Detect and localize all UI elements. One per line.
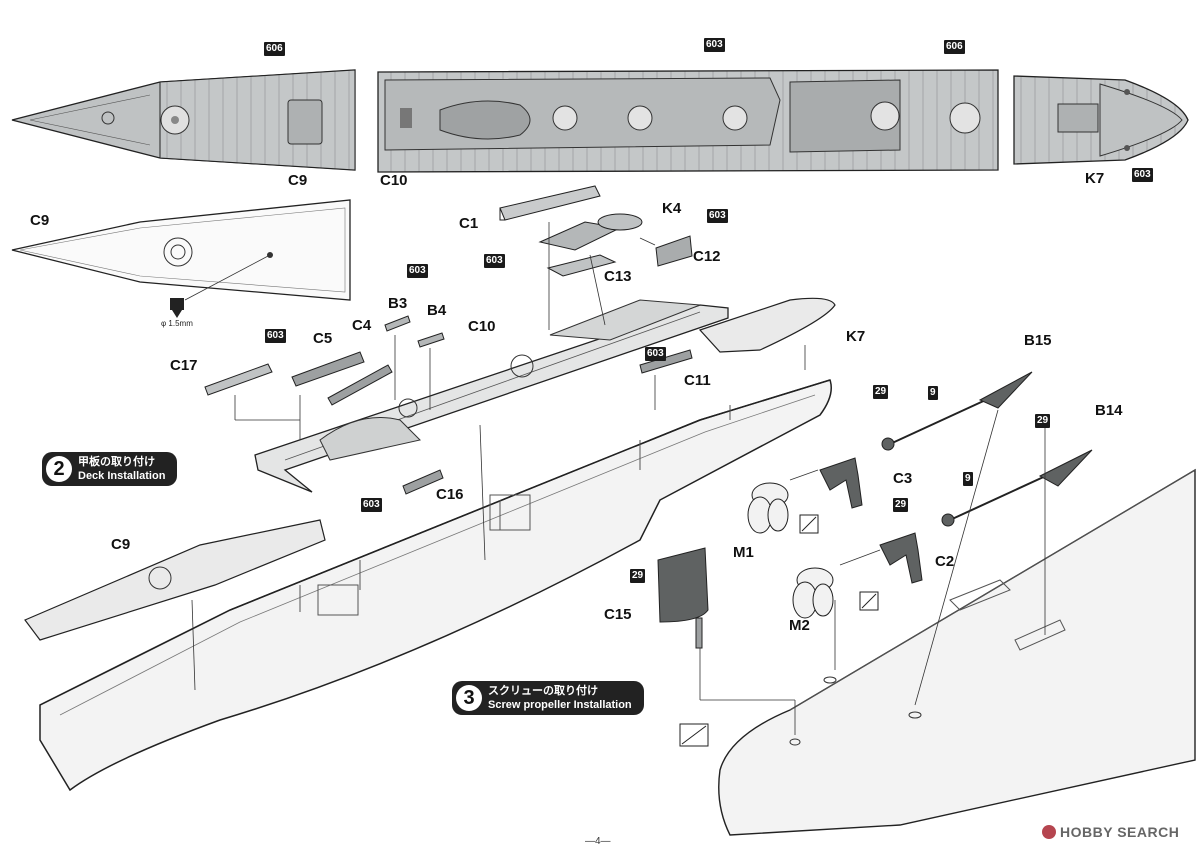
paint-code-603: 603 xyxy=(484,254,505,268)
label-c1: C1 xyxy=(459,215,479,232)
step-3-title-en: Screw propeller Installation xyxy=(488,699,632,711)
drill-note: φ 1.5mm xyxy=(161,319,193,328)
label-c3: C3 xyxy=(893,470,913,487)
paint-code-9: 9 xyxy=(928,386,938,400)
label-k7: K7 xyxy=(846,328,866,345)
label-c17: C17 xyxy=(170,357,198,374)
part-c12 xyxy=(655,235,693,267)
hull-stern xyxy=(718,468,1196,836)
part-c4 xyxy=(327,364,393,406)
watermark-text: HOBBY SEARCH xyxy=(1060,824,1180,840)
label-k4: K4 xyxy=(662,200,682,217)
label-k7-top: K7 xyxy=(1085,170,1105,187)
label-b3: B3 xyxy=(388,295,408,312)
step-2-number: 2 xyxy=(46,456,72,482)
step-3-badge: 3 スクリューの取り付け Screw propeller Installatio… xyxy=(452,681,644,715)
label-b14: B14 xyxy=(1095,402,1123,419)
shaft-b15 xyxy=(881,371,1033,451)
part-c9-lower xyxy=(24,519,326,641)
paint-code-603: 603 xyxy=(707,209,728,223)
paint-code-603: 603 xyxy=(645,347,666,361)
part-c5 xyxy=(291,351,365,387)
part-c16 xyxy=(402,469,444,495)
part-b4 xyxy=(417,332,445,348)
step-3-number: 3 xyxy=(456,685,482,711)
step-2-title-en: Deck Installation xyxy=(78,470,166,482)
deck-part-k7-top xyxy=(1013,75,1189,165)
part-k4 xyxy=(538,213,643,251)
label-c5: C5 xyxy=(313,330,333,347)
propeller-m1 xyxy=(747,482,789,534)
paint-code-603: 603 xyxy=(1132,168,1153,182)
paint-code-606: 606 xyxy=(944,40,965,54)
bracket-c2 xyxy=(879,532,923,584)
paint-code-603: 603 xyxy=(704,38,725,52)
hobby-search-logo-icon xyxy=(1042,825,1056,839)
part-k7 xyxy=(698,297,836,353)
propeller-m2 xyxy=(792,567,834,619)
step-3-title-jp: スクリューの取り付け xyxy=(488,685,598,697)
label-c12: C12 xyxy=(693,248,721,265)
label-m1: M1 xyxy=(733,544,754,561)
rudder-c15 xyxy=(657,547,709,649)
deck-part-c10-top xyxy=(377,69,999,173)
page-number: —4— xyxy=(585,836,611,847)
paint-code-29: 29 xyxy=(873,385,889,399)
paint-code-606: 606 xyxy=(264,42,285,56)
label-c2: C2 xyxy=(935,553,955,570)
step-2-title-jp: 甲板の取り付け xyxy=(78,456,155,468)
label-c10: C10 xyxy=(468,318,496,335)
paint-code-29: 29 xyxy=(1035,414,1051,428)
part-c1 xyxy=(499,185,601,221)
label-b4: B4 xyxy=(427,302,447,319)
hull-main xyxy=(39,379,832,792)
label-c13: C13 xyxy=(604,268,632,285)
paint-code-603: 603 xyxy=(407,264,428,278)
part-c17 xyxy=(204,363,273,396)
label-c11: C11 xyxy=(684,372,711,389)
bracket-c3 xyxy=(819,457,863,509)
paint-code-603: 603 xyxy=(265,329,286,343)
label-c9-top: C9 xyxy=(288,172,308,189)
label-c9-lower: C9 xyxy=(111,536,131,553)
label-c9-drill: C9 xyxy=(30,212,50,229)
paint-code-603: 603 xyxy=(361,498,382,512)
label-c16: C16 xyxy=(436,486,464,503)
label-m2: M2 xyxy=(789,617,810,634)
deck-part-c9-top xyxy=(11,69,356,171)
watermark: HOBBY SEARCH xyxy=(1042,824,1179,840)
no-glue-icon xyxy=(679,514,879,747)
label-b15: B15 xyxy=(1024,332,1052,349)
deck-part-c9-drill xyxy=(11,199,351,318)
shaft-b14 xyxy=(941,449,1093,527)
label-c10-top: C10 xyxy=(380,172,408,189)
part-c13 xyxy=(546,254,617,277)
paint-code-9: 9 xyxy=(963,472,973,486)
assembly-guide-lines xyxy=(191,222,1046,735)
step-2-badge: 2 甲板の取り付け Deck Installation xyxy=(42,452,178,486)
paint-code-29: 29 xyxy=(630,569,646,583)
paint-code-29: 29 xyxy=(893,498,909,512)
label-c4: C4 xyxy=(352,317,372,334)
upper-deck-assembly xyxy=(254,299,729,493)
part-b3 xyxy=(384,315,411,332)
label-c15: C15 xyxy=(604,606,632,623)
part-c11 xyxy=(639,349,693,374)
